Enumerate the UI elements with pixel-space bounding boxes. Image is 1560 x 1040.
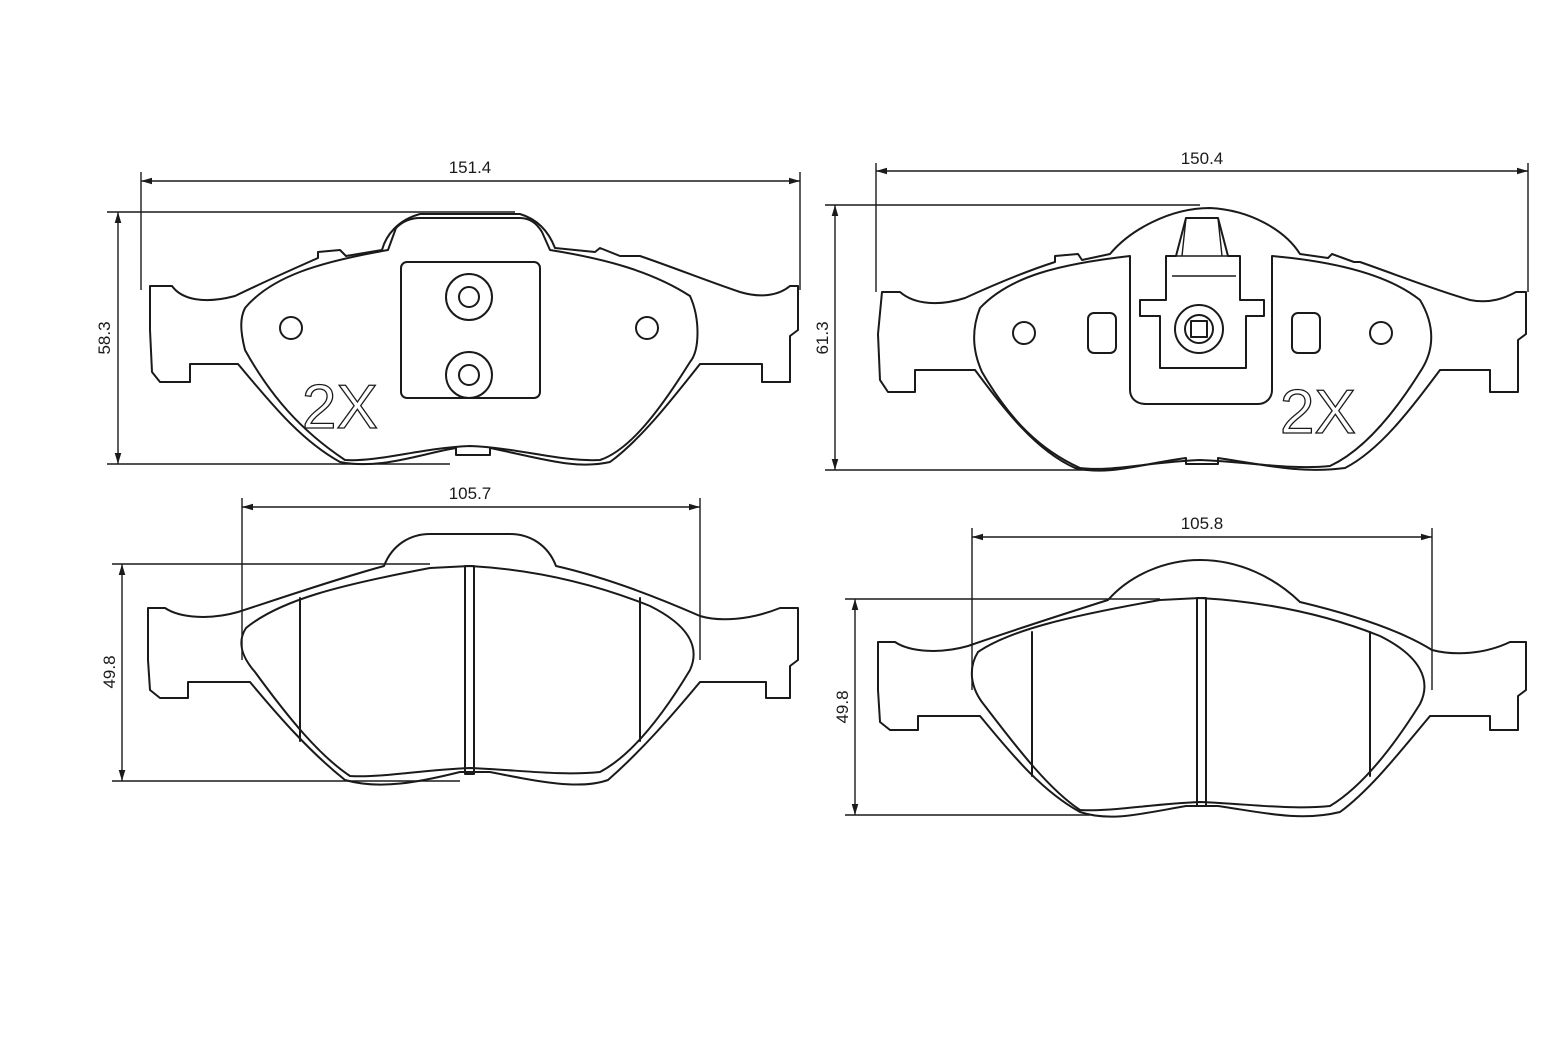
- center-plate-top-left: [400, 261, 541, 399]
- center-slot-bottom-left: [464, 565, 475, 775]
- pad-outline-top-left: [149, 213, 799, 466]
- width-dimension-bottom-left: 105.7: [241, 484, 701, 660]
- plate-inner-top-left: [240, 217, 699, 462]
- rivet-upper-inner: [458, 286, 480, 308]
- height-dimension-top-left: 58.3: [95, 211, 515, 465]
- width-dimension-top-left: 151.4: [140, 158, 801, 290]
- height-dimension-top-right: 61.3: [813, 204, 1200, 471]
- width-label-bottom-right: 105.8: [1181, 514, 1224, 533]
- width-label-top-right: 150.4: [1181, 149, 1224, 168]
- backing-plate-bottom-right: [877, 559, 1527, 818]
- height-dimension-bottom-right: 49.8: [833, 598, 1160, 816]
- wear-sensor-clip: [1139, 217, 1265, 369]
- height-label-bottom-right: 49.8: [833, 690, 852, 723]
- backing-plate-bottom-left: [147, 533, 799, 786]
- height-label-bottom-left: 49.8: [100, 655, 119, 688]
- sensor-square: [1190, 320, 1208, 338]
- rivet-upper-outer: [445, 273, 493, 321]
- center-slot-bottom-right: [1196, 597, 1207, 807]
- rivet-lower-outer: [445, 351, 493, 399]
- width-label-top-left: 151.4: [449, 158, 492, 177]
- friction-block-bottom-left: [240, 565, 695, 778]
- clip-tab-right: [1291, 312, 1321, 354]
- quantity-label-top-left: 2X: [302, 373, 378, 442]
- sensor-boss-outer: [1174, 304, 1224, 354]
- height-dimension-bottom-left: 49.8: [100, 563, 460, 782]
- width-dimension-top-right: 150.4: [875, 149, 1529, 292]
- hole-right-top-left: [635, 316, 659, 340]
- rivet-lower-inner: [458, 364, 480, 386]
- pad-top-right: 150.4 61.3 2X: [813, 149, 1529, 472]
- height-label-top-left: 58.3: [95, 321, 114, 354]
- quantity-label-top-right: 2X: [1280, 378, 1356, 447]
- sensor-boss-inner: [1184, 314, 1214, 344]
- height-label-top-right: 61.3: [813, 321, 832, 354]
- friction-block-bottom-right: [970, 597, 1426, 812]
- pad-outline-top-right: [877, 207, 1527, 472]
- hole-left-top-right: [1012, 321, 1036, 345]
- pad-top-left: 151.4 58.3 2X: [95, 158, 801, 466]
- hole-left-top-left: [279, 316, 303, 340]
- width-dimension-bottom-right: 105.8: [971, 514, 1433, 690]
- plate-inner-top-right: [973, 255, 1433, 470]
- pad-bottom-left: 105.7 49.8: [100, 484, 799, 786]
- clip-tab-left: [1087, 312, 1117, 354]
- pad-bottom-right: 105.8 49.8: [833, 514, 1527, 818]
- sensor-clip-lines: [1172, 217, 1236, 277]
- width-label-bottom-left: 105.7: [449, 484, 492, 503]
- hole-right-top-right: [1369, 321, 1393, 345]
